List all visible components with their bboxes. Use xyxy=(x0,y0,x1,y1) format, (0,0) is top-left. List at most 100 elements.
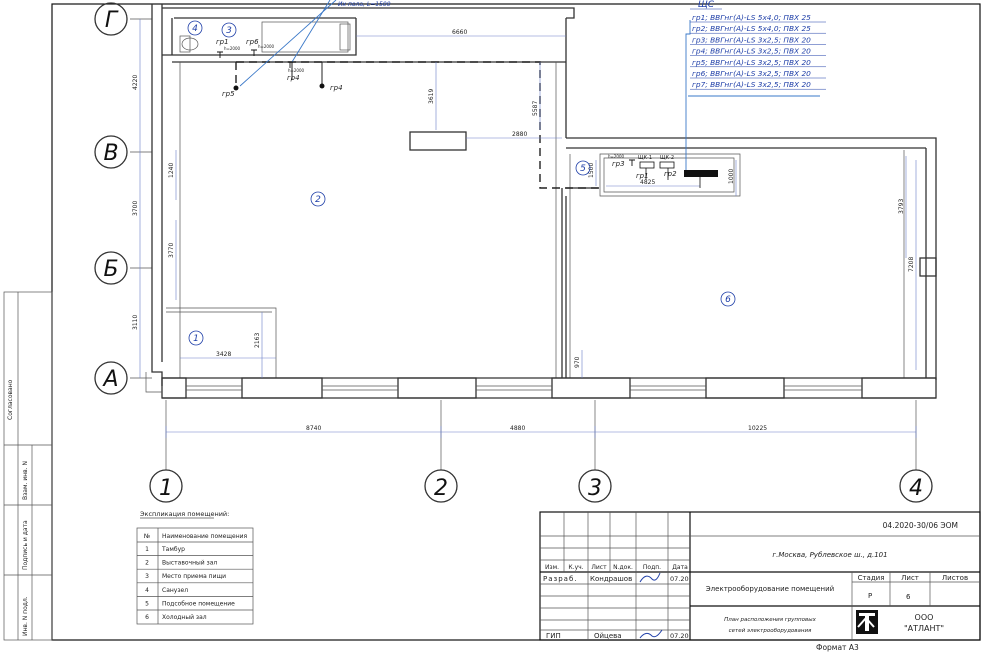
top-note: Их пола, L=1500 xyxy=(338,1,391,8)
svg-text:Лист: Лист xyxy=(901,574,919,582)
svg-text:970: 970 xyxy=(574,356,581,368)
row-axis-b: Б xyxy=(94,251,128,285)
expl-row-name: Выставочный зал xyxy=(162,560,217,567)
svg-text:6660: 6660 xyxy=(452,29,467,36)
svg-text:4220: 4220 xyxy=(132,75,139,90)
col-axis-4: 4 xyxy=(899,469,933,503)
svg-text:h=2000: h=2000 xyxy=(224,46,241,51)
svg-text:1000: 1000 xyxy=(728,169,735,184)
leader-lines xyxy=(239,0,820,172)
svg-text:4825: 4825 xyxy=(640,179,655,186)
svg-text:4880: 4880 xyxy=(510,425,525,432)
gip-label: ГИП xyxy=(546,632,561,640)
svg-text:3428: 3428 xyxy=(216,351,231,358)
svg-text:В: В xyxy=(103,141,118,166)
atlant-logo-icon xyxy=(856,610,878,634)
svg-text:Листов: Листов xyxy=(942,574,968,582)
col-axis-3: 3 xyxy=(578,469,612,503)
expl-row-name: Холодный зал xyxy=(162,614,207,621)
svg-text:5587: 5587 xyxy=(532,101,539,116)
side-vzam: Взам. инв. N xyxy=(22,461,29,500)
shs-line: гр4; ВВГнг(А)-LS 3х2,5; ПВХ 20 xyxy=(692,47,811,56)
svg-text:4: 4 xyxy=(909,476,923,501)
svg-text:1: 1 xyxy=(159,476,173,501)
format-label: Формат А3 xyxy=(816,643,859,652)
expl-header-name: Наименование помещения xyxy=(162,533,248,540)
svg-text:Б: Б xyxy=(103,257,118,282)
col-axis-2: 2 xyxy=(424,469,458,503)
expl-row-num: 5 xyxy=(145,600,149,607)
expl-header-num: № xyxy=(144,533,150,540)
svg-text:3770: 3770 xyxy=(168,243,175,258)
room-marker-6: 6 xyxy=(720,291,736,307)
razrab-signature xyxy=(639,572,661,583)
svg-text:ЩК-1: ЩК-1 xyxy=(638,155,652,161)
row-axis-g: Г xyxy=(94,2,128,36)
expl-row-num: 1 xyxy=(145,546,149,553)
walls xyxy=(145,4,937,399)
gip-signature xyxy=(639,629,663,639)
razrab-label: Разраб. xyxy=(543,575,578,583)
shs-line: гр5; ВВГнг(А)-LS 3х2,5; ПВХ 20 xyxy=(692,58,811,67)
expl-row-num: 4 xyxy=(145,587,149,594)
svg-text:Стадия: Стадия xyxy=(858,574,885,582)
svg-text:гр2: гр2 xyxy=(664,170,677,178)
project-name: Электрооборудование помещений xyxy=(706,585,834,593)
side-soglas: Согласовано xyxy=(7,379,14,420)
side-podp: Подпись и дата xyxy=(22,520,29,570)
room-marker-3: 3 xyxy=(221,22,237,38)
dimension-lines xyxy=(139,19,917,438)
svg-text:гр3: гр3 xyxy=(612,160,625,168)
room-marker-2: 2 xyxy=(310,191,326,207)
svg-text:К.уч.: К.уч. xyxy=(568,564,583,571)
org-type: ООО xyxy=(915,613,934,622)
dimension-labels: 8740 4880 10225 4220 3700 3110 6660 3619… xyxy=(132,29,915,432)
svg-text:Лист: Лист xyxy=(591,564,607,571)
svg-text:3700: 3700 xyxy=(132,201,139,216)
expl-row-name: Санузел xyxy=(162,587,188,594)
side-strip: Согласовано Взам. инв. N Подпись и дата … xyxy=(3,291,53,641)
svg-text:4: 4 xyxy=(192,24,198,34)
expl-row-name: Подсобное помещение xyxy=(162,600,235,607)
svg-text:гр1: гр1 xyxy=(636,172,649,180)
svg-text:h=2000: h=2000 xyxy=(608,154,625,159)
svg-text:Изм.: Изм. xyxy=(545,564,559,571)
expl-row-num: 6 xyxy=(145,614,149,621)
stage-value: Р xyxy=(868,592,872,600)
svg-text:3: 3 xyxy=(588,476,602,501)
row-axis-v: В xyxy=(94,135,128,169)
side-inv: Инв. N подл. xyxy=(22,596,29,636)
title-block: 04.2020-30/06 ЭОМ г.Москва, Рублевское ш… xyxy=(539,511,981,641)
svg-text:h=2000: h=2000 xyxy=(258,44,275,49)
svg-text:N.док.: N.док. xyxy=(613,564,633,571)
expl-row-name: Тамбур xyxy=(161,546,185,553)
svg-text:3110: 3110 xyxy=(132,315,139,330)
svg-text:1: 1 xyxy=(193,334,199,344)
svg-text:2: 2 xyxy=(315,195,321,205)
svg-text:2: 2 xyxy=(434,476,448,501)
shs-line: гр7; ВВГнг(А)-LS 3х2,5; ПВХ 20 xyxy=(692,80,811,89)
panel-group: гр3 гр1 гр2 ЩК-1 ЩК-2 h=2000 xyxy=(608,154,718,188)
svg-text:гр4: гр4 xyxy=(287,74,300,82)
svg-text:1240: 1240 xyxy=(168,163,175,178)
svg-text:6: 6 xyxy=(725,295,731,305)
svg-text:гр1: гр1 xyxy=(216,38,229,46)
svg-text:гр4: гр4 xyxy=(330,84,343,92)
svg-text:3: 3 xyxy=(226,26,232,36)
gip-date: 07.20 xyxy=(670,632,689,640)
svg-text:А: А xyxy=(101,367,118,392)
shs-line: гр6; ВВГнг(А)-LS 3х2,5; ПВХ 20 xyxy=(692,69,811,78)
explication-title: Экспликация помещений: xyxy=(140,510,229,518)
col-axis-1: 1 xyxy=(149,469,183,503)
svg-text:10225: 10225 xyxy=(748,425,767,432)
svg-text:3619: 3619 xyxy=(428,89,435,104)
address: г.Москва, Рублевское ш., д.101 xyxy=(772,551,887,559)
sheet-title-1: План расположения групповых xyxy=(724,617,816,623)
shs-line: гр2; ВВГнг(А)-LS 5х4,0; ПВХ 25 xyxy=(692,24,811,33)
expl-row-num: 3 xyxy=(145,573,149,580)
svg-text:8740: 8740 xyxy=(306,425,321,432)
svg-text:2163: 2163 xyxy=(254,333,261,348)
svg-text:3793: 3793 xyxy=(898,199,905,214)
